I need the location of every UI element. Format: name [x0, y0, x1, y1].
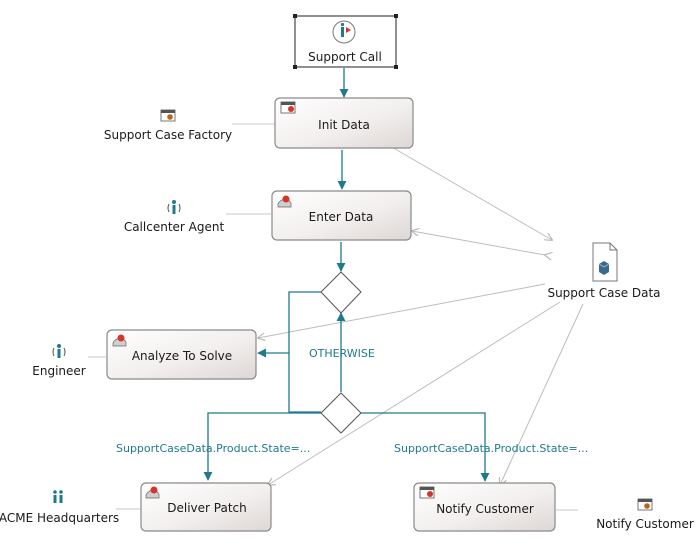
flow-to-notify-customer: [361, 412, 490, 482]
transition-label-otherwise: OTHERWISE: [309, 347, 375, 360]
role-icon: [167, 200, 181, 214]
participant-callcenter-agent[interactable]: Callcenter Agent: [124, 200, 225, 234]
associations: [88, 123, 578, 511]
activity-label: Init Data: [318, 118, 370, 132]
participant-label: Notify Customer: [596, 517, 694, 531]
participant-label: Engineer: [32, 364, 86, 378]
activity-deliver-patch[interactable]: Deliver Patch: [140, 482, 272, 532]
start-event-icon: [332, 20, 356, 44]
application-activity-icon: [419, 486, 435, 499]
transition-label-deliver-condition: SupportCaseData.Product.State=...: [116, 442, 310, 455]
participant-engineer[interactable]: Engineer: [32, 344, 86, 378]
transition-label-notify-condition: SupportCaseData.Product.State=...: [394, 442, 588, 455]
data-flows: [258, 145, 584, 485]
activity-init-data[interactable]: Init Data: [274, 97, 414, 149]
participant-label: ACME Headquarters: [0, 511, 119, 525]
data-flow-init-data: [389, 145, 552, 240]
data-flow-deliver-patch: [268, 301, 561, 485]
start-event-support-call[interactable]: Support Call: [293, 14, 398, 69]
application-icon: [637, 498, 653, 511]
data-support-case-data[interactable]: Support Case Data: [547, 242, 661, 300]
activity-label: Analyze To Solve: [132, 349, 232, 363]
activity-label: Enter Data: [309, 210, 374, 224]
activity-notify-customer[interactable]: Notify Customer: [413, 482, 556, 532]
control-flows: [203, 68, 490, 482]
participant-label: Support Case Factory: [104, 128, 232, 142]
participant-notify-customer-app[interactable]: Notify Customer: [596, 498, 694, 531]
data-flow-notify-customer: [500, 303, 584, 485]
flow-to-deliver-patch: [203, 412, 321, 481]
participant-support-case-factory[interactable]: Support Case Factory: [104, 109, 232, 142]
activity-analyze-to-solve[interactable]: Analyze To Solve: [106, 329, 257, 380]
data-flow-analyze: [258, 283, 546, 338]
participant-acme-headquarters[interactable]: ACME Headquarters: [0, 490, 119, 525]
flow-split-to-analyze: [257, 291, 321, 358]
manual-activity-icon: [145, 486, 160, 499]
manual-activity-icon: [112, 334, 127, 347]
document-icon: [592, 242, 618, 282]
gateway-join[interactable]: [320, 392, 362, 434]
flow-analyze-loop: [288, 353, 321, 413]
start-event-label: Support Call: [308, 50, 382, 64]
activity-label: Notify Customer: [436, 502, 534, 516]
manual-activity-icon: [277, 195, 292, 208]
activity-enter-data[interactable]: Enter Data: [271, 190, 412, 241]
application-activity-icon: [280, 101, 296, 114]
gateway-split[interactable]: [320, 271, 362, 314]
organization-icon: [53, 490, 63, 503]
data-flow-enter-data: [412, 231, 545, 255]
activity-label: Deliver Patch: [167, 501, 246, 515]
role-icon: [52, 344, 66, 358]
application-icon: [160, 109, 176, 122]
data-label: Support Case Data: [547, 286, 660, 300]
participant-label: Callcenter Agent: [124, 220, 225, 234]
